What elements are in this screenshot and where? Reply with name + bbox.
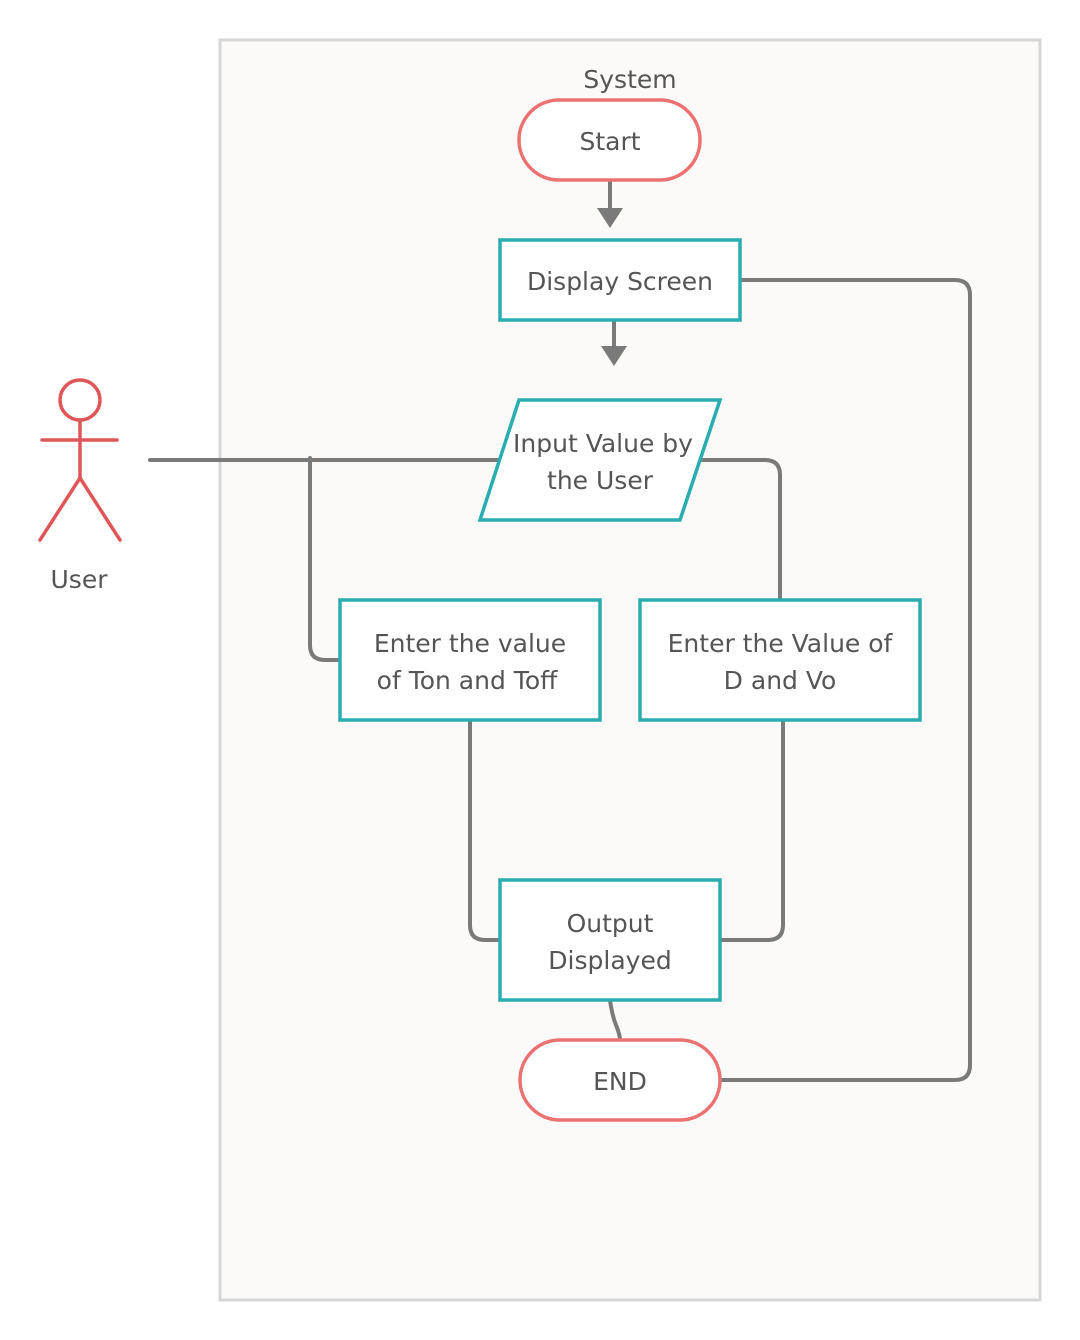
enter-d-vo-node: Enter the Value of D and Vo	[638, 598, 922, 722]
user-actor: User	[38, 378, 122, 594]
enter-ton-toff-node: Enter the value of Ton and Toff	[338, 598, 602, 722]
connector-input-to-d-vo	[700, 458, 782, 602]
actor-right-leg	[78, 476, 122, 542]
arrowhead-display-to-input	[601, 346, 627, 366]
end-label: END	[593, 1067, 647, 1096]
connector-input-to-ton-toff	[308, 456, 342, 662]
system-title: System	[583, 65, 676, 94]
start-node: Start	[517, 98, 702, 182]
actor-left-leg	[38, 476, 82, 542]
connector-display-to-end	[718, 278, 972, 1082]
enter-ton-toff-label-line1: Enter the value	[374, 629, 566, 658]
connector-d-vo-to-output	[718, 718, 785, 942]
arrowhead-start-to-display	[597, 208, 623, 228]
output-displayed-label-line1: Output	[567, 909, 654, 938]
input-value-label-line2: the User	[547, 466, 654, 495]
actor-head	[58, 378, 102, 422]
end-node: END	[518, 1038, 722, 1122]
input-value-label-line1: Input Value by	[513, 429, 693, 458]
display-screen-label: Display Screen	[527, 267, 713, 296]
output-displayed-label-line2: Displayed	[548, 946, 671, 975]
enter-ton-toff-label-line2: of Ton and Toff	[377, 666, 558, 695]
start-label: Start	[579, 127, 640, 156]
input-value-node: Input Value by the User	[477, 398, 723, 522]
display-screen-node: Display Screen	[498, 238, 742, 322]
actor-label: User	[51, 565, 109, 594]
connectors	[148, 178, 972, 1082]
output-displayed-node: Output Displayed	[498, 878, 722, 1002]
enter-d-vo-label-line1: Enter the Value of	[668, 629, 894, 658]
enter-d-vo-label-line2: D and Vo	[724, 666, 837, 695]
connector-output-to-end	[608, 998, 622, 1042]
connector-ton-toff-to-output	[468, 718, 502, 942]
